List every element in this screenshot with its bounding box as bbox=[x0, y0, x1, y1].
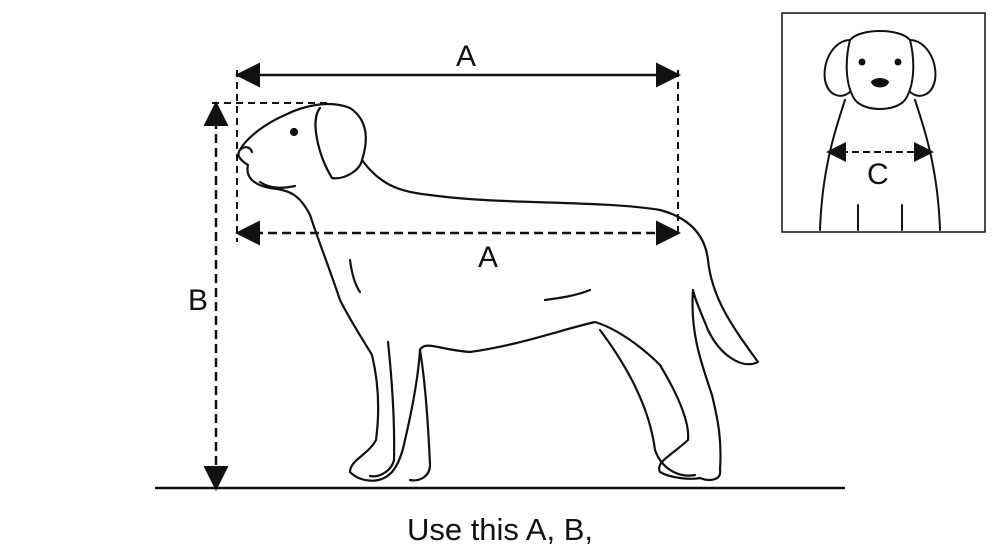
label-c: C bbox=[867, 158, 889, 191]
caption: Use this A, B, bbox=[406, 512, 594, 547]
label-b: B bbox=[188, 284, 209, 317]
label-a-body: A bbox=[478, 241, 499, 274]
dog-side-illustration bbox=[237, 102, 760, 482]
dashed-guides bbox=[212, 70, 679, 242]
front-view-inset bbox=[781, 12, 986, 233]
label-a-top: A bbox=[456, 40, 477, 73]
